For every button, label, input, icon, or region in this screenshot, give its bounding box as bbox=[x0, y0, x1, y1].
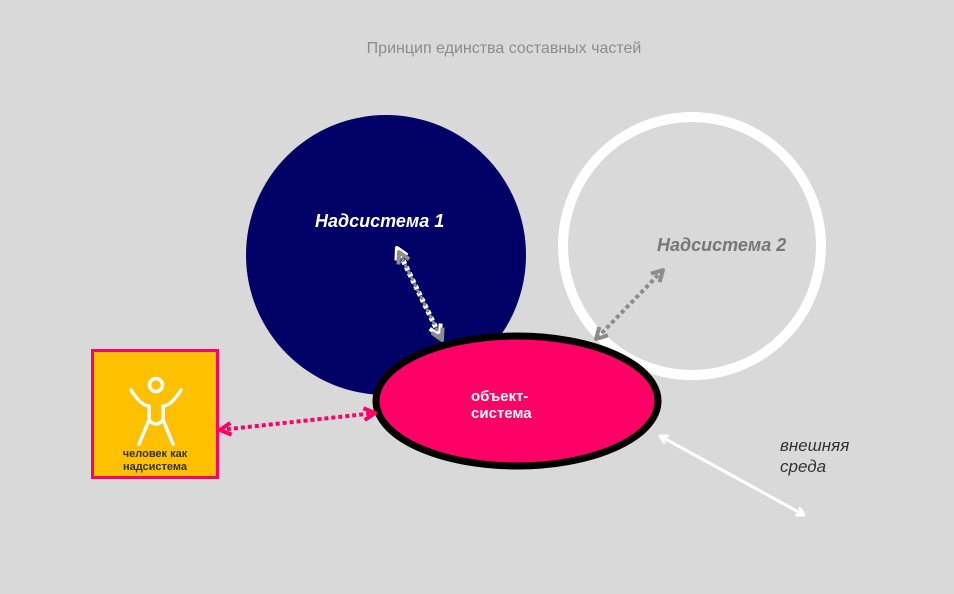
object-system-label: объект-система bbox=[471, 388, 532, 422]
arrow-object-environment bbox=[660, 436, 804, 515]
supersystem-2-circle bbox=[558, 112, 826, 380]
arrow-supersystem-2-object bbox=[594, 268, 665, 341]
person-supersystem-box: человек как надсистема bbox=[91, 349, 219, 479]
person-arms-up-icon bbox=[129, 376, 183, 446]
supersystem-1-circle bbox=[246, 115, 526, 395]
arrow-person-object bbox=[218, 406, 377, 437]
object-system-ellipse bbox=[372, 332, 662, 470]
person-label: человек как надсистема bbox=[122, 448, 188, 473]
supersystem-2-label: Надсистема 2 bbox=[657, 235, 787, 255]
diagram-title: Принцип единства составных частей bbox=[366, 40, 642, 57]
environment-label: внешняя среда bbox=[780, 436, 850, 476]
arrow-supersystem-1-object-gray bbox=[396, 250, 445, 342]
supersystem-1-label: Надсистема 1 bbox=[315, 211, 445, 231]
